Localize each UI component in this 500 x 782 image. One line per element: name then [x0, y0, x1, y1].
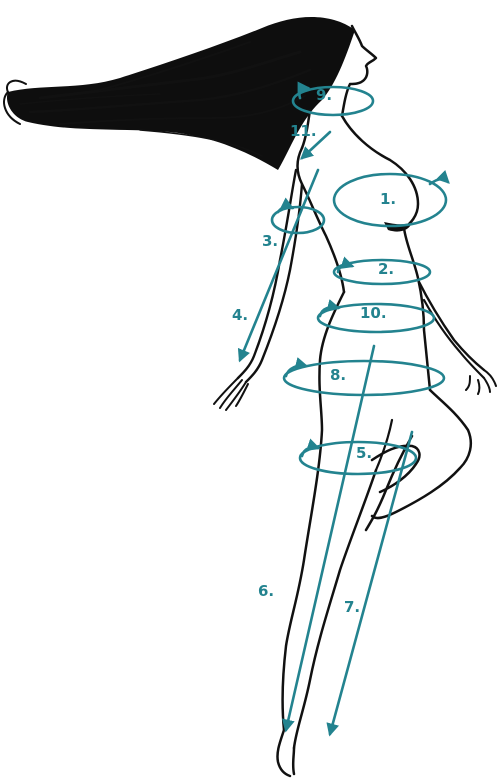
label-neck: 9.	[316, 86, 332, 104]
outer-leg-length-arrow	[286, 346, 374, 730]
label-waist: 2.	[378, 260, 394, 278]
label-upper-arm: 3.	[262, 232, 278, 250]
legs-outline	[277, 292, 470, 776]
label-knee: 5.	[356, 444, 372, 462]
arm-length-arrow	[240, 170, 318, 360]
label-shoulder: 11.	[290, 122, 317, 140]
label-outer-leg: 6.	[258, 582, 274, 600]
inner-leg-length-arrow	[330, 432, 412, 734]
label-hip: 10.	[360, 304, 387, 322]
label-bust: 1.	[380, 190, 396, 208]
measurement-lines	[240, 87, 448, 734]
label-arm-length: 4.	[232, 306, 248, 324]
label-inner-leg: 7.	[344, 598, 360, 616]
label-thigh: 8.	[330, 366, 346, 384]
